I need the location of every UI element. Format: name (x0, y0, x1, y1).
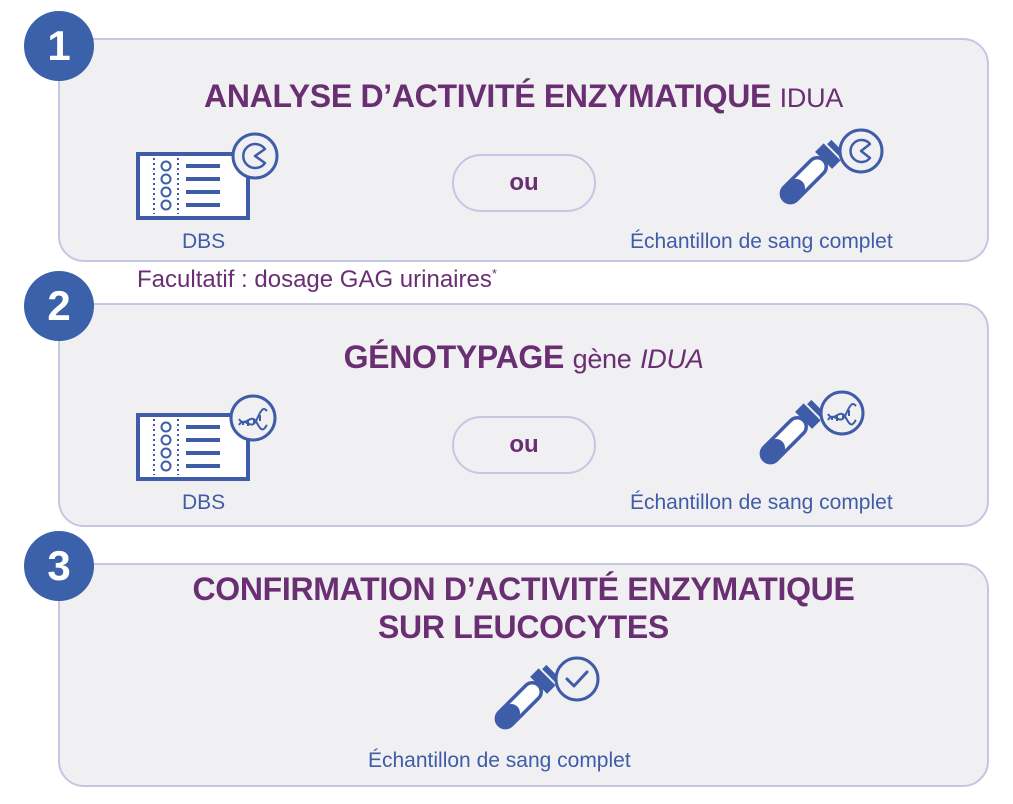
dna-icon (819, 390, 865, 436)
step-2-blood-label: Échantillon de sang complet (630, 491, 893, 514)
enzyme-icon (838, 128, 884, 174)
step-3-badge: 3 (24, 531, 94, 601)
step-1-dbs-label: DBS (182, 230, 226, 253)
enzyme-icon (231, 132, 279, 180)
blood-tube-icon (494, 664, 560, 730)
step-2-dbs-label: DBS (182, 491, 226, 514)
step-1-blood-label: Échantillon de sang complet (630, 230, 893, 253)
step-1-badge: 1 (24, 11, 94, 81)
blood-tube-icon (759, 399, 825, 465)
check-icon (554, 656, 600, 702)
dbs-card-icon (136, 152, 250, 220)
dna-icon (229, 394, 277, 442)
step-2-badge: 2 (24, 271, 94, 341)
step-3-title-line2: SUR LEUCOCYTES (378, 609, 669, 645)
optional-note: Facultatif : dosage GAG urinaires* (137, 266, 497, 293)
step-1-or-pill: ou (452, 154, 596, 212)
blood-tube-icon (779, 139, 845, 205)
step-3-panel: CONFIRMATION D’ACTIVITÉ ENZYMATIQUE SUR … (58, 563, 989, 787)
step-2-title: GÉNOTYPAGE gène IDUA (343, 339, 704, 375)
dbs-card-icon (136, 413, 250, 481)
step-2-or-pill: ou (452, 416, 596, 474)
step-1-title: ANALYSE D’ACTIVITÉ ENZYMATIQUE IDUA (204, 78, 843, 114)
step-3-title-line1: CONFIRMATION D’ACTIVITÉ ENZYMATIQUE (192, 571, 855, 607)
step-3-blood-label: Échantillon de sang complet (368, 749, 631, 772)
